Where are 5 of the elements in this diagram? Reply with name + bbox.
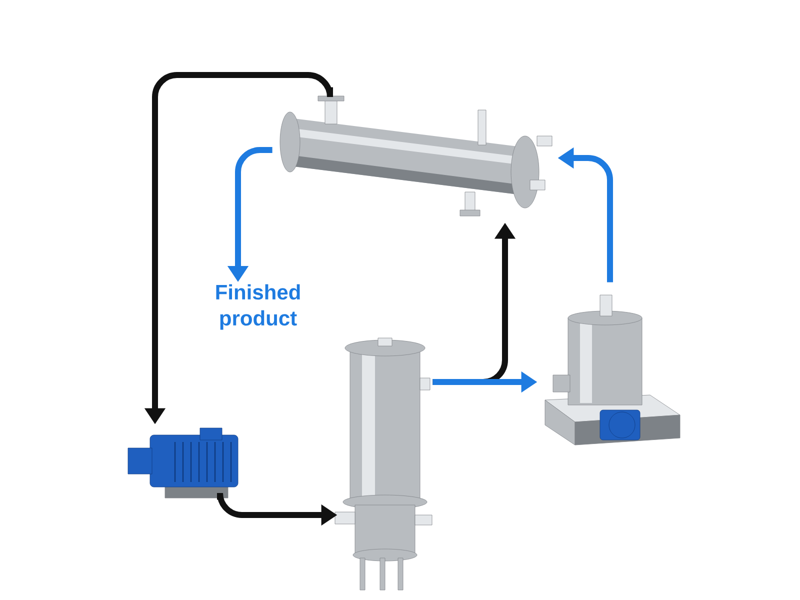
filter-drawing	[334, 338, 432, 590]
product-label: Finished product	[216, 284, 300, 330]
pump-drawing	[128, 428, 238, 498]
homogenizer-drawing	[544, 294, 680, 446]
heat-exchanger-drawing	[280, 96, 552, 216]
